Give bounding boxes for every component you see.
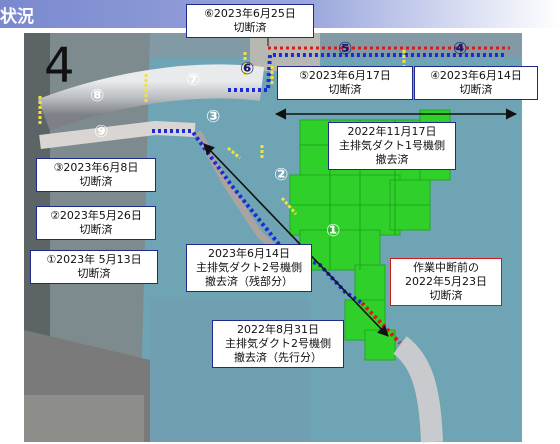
label-cut-6: ⑥2023年6月25日切断済 [186,4,314,38]
marker-5: ⑤ [338,39,353,59]
label-duct1-removed: 2022年11月17日主排気ダクト1号機側撤去済 [328,122,456,170]
label-cut-4: ④2023年6月14日切断済 [414,66,538,100]
duct2-span-arrow [203,143,389,337]
marker-4: ④ [453,39,468,59]
label-duct2-prior: 2022年8月31日主排気ダクト2号機側撤去済（先行分） [212,320,344,368]
marker-6: ⑥ [240,59,255,79]
secondary-pipe [39,120,196,149]
marker-2: ② [274,165,289,185]
marker-8: ⑧ [90,86,105,106]
cut-route-blue-top [228,53,505,92]
label-cut-2: ②2023年5月26日切断済 [36,206,156,240]
marker-1: ① [326,221,341,241]
lower-pipe [392,336,443,443]
label-duct2-remaining: 2023年6月14日主排気ダクト2号機側撤去済（残部分） [186,244,312,292]
page-title: 状況 [0,7,34,27]
marker-3: ③ [206,107,221,127]
label-cut-1: ①2023年 5月13日切断済 [30,250,158,284]
main-duct-pipe [37,64,265,131]
marker-7: ⑦ [186,70,201,90]
handwritten-4: 4 [44,38,75,94]
label-cut-3: ③2023年6月8日切断済 [36,158,156,192]
marker-9: ⑨ [94,122,109,142]
label-cut-5: ⑤2023年6月17日切断済 [277,66,413,100]
